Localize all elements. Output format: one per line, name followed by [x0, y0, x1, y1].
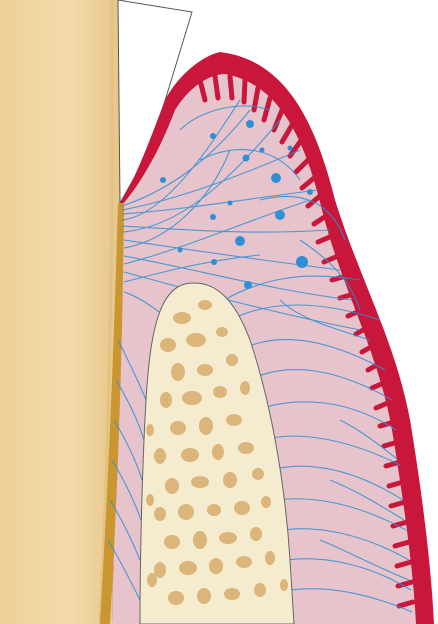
blood-vessel	[271, 173, 281, 183]
marrow-space	[154, 448, 166, 464]
marrow-space	[216, 327, 228, 337]
marrow-space	[197, 588, 211, 604]
marrow-space	[178, 504, 194, 520]
blood-vessel	[243, 155, 250, 162]
blood-vessel	[275, 210, 285, 220]
marrow-space	[147, 573, 157, 587]
blood-vessel	[178, 248, 183, 253]
blood-vessel	[260, 148, 265, 153]
marrow-space	[265, 551, 275, 565]
marrow-space	[168, 591, 184, 605]
marrow-space	[146, 494, 154, 506]
marrow-space	[238, 442, 254, 454]
marrow-space	[250, 527, 262, 541]
marrow-space	[252, 468, 264, 480]
blood-vessel	[235, 236, 245, 246]
marrow-space	[280, 579, 288, 591]
marrow-space	[181, 448, 199, 462]
blood-vessel	[288, 146, 293, 151]
blood-vessel	[307, 189, 313, 195]
marrow-space	[261, 496, 271, 508]
marrow-space	[198, 300, 212, 310]
marrow-space	[173, 312, 191, 324]
blood-vessel	[211, 259, 217, 265]
marrow-space	[212, 444, 224, 460]
marrow-space	[154, 507, 166, 521]
epithelial-ridge	[215, 76, 218, 98]
marrow-space	[224, 588, 240, 600]
blood-vessel	[160, 177, 166, 183]
marrow-space	[199, 417, 213, 435]
marrow-space	[164, 535, 180, 549]
marrow-space	[186, 333, 206, 347]
marrow-space	[240, 381, 250, 395]
marrow-space	[160, 392, 172, 408]
marrow-space	[254, 583, 266, 597]
marrow-space	[223, 472, 237, 488]
marrow-space	[209, 558, 223, 574]
marrow-space	[207, 504, 221, 516]
marrow-space	[182, 391, 202, 405]
epithelial-ridge	[230, 76, 232, 98]
marrow-space	[171, 363, 185, 381]
marrow-space	[234, 501, 250, 515]
blood-vessel	[244, 281, 252, 289]
marrow-space	[160, 338, 176, 352]
marrow-space	[197, 364, 213, 376]
marrow-space	[226, 414, 242, 426]
marrow-space	[146, 424, 154, 436]
marrow-space	[236, 556, 252, 568]
blood-vessel	[296, 256, 308, 268]
marrow-space	[170, 421, 186, 435]
blood-vessel	[210, 133, 216, 139]
blood-vessel	[246, 120, 254, 128]
marrow-space	[213, 386, 227, 398]
blood-vessel	[210, 214, 216, 220]
marrow-space	[179, 561, 197, 575]
marrow-space	[226, 354, 238, 366]
marrow-space	[191, 476, 209, 488]
marrow-space	[165, 478, 179, 494]
marrow-space	[193, 531, 207, 549]
epithelial-ridge	[244, 80, 245, 102]
marrow-space	[219, 532, 237, 544]
blood-vessel	[228, 201, 233, 206]
